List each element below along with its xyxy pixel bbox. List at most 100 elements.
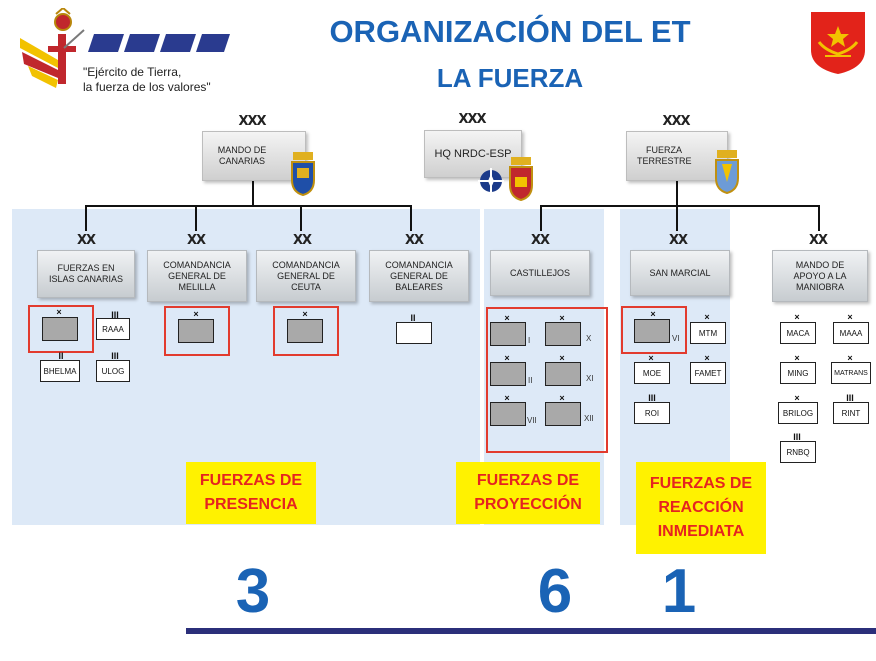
castillejos-b6-numeral: XII <box>584 414 594 423</box>
line-baleares-drop <box>410 205 412 231</box>
matrans-rank: × <box>847 353 853 363</box>
rint-rank: III <box>846 393 854 403</box>
roi-symbol: ROI <box>634 402 670 424</box>
logo-stripes <box>88 34 230 52</box>
fuerza-terrestre-box: FUERZA TERRESTRE <box>626 131 728 181</box>
rnbq-symbol: RNBQ <box>780 441 816 463</box>
line-castillejos-drop <box>540 205 542 231</box>
san-marcial-brigade-rank: × <box>650 309 656 319</box>
ming-symbol: MING <box>780 362 816 384</box>
san-marcial-brigade-symbol <box>634 319 670 343</box>
matrans-symbol: MATRANS <box>831 362 871 384</box>
motto-line-1: "Ejército de Tierra, <box>83 65 182 79</box>
page-title: ORGANIZACIÓN DEL ET <box>329 14 691 49</box>
melilla-brigade-highlight <box>164 306 230 356</box>
rnbq-rank: III <box>793 432 801 442</box>
castillejos-b1-rank: × <box>504 313 510 323</box>
castillejos-b5-rank: × <box>504 393 510 403</box>
maca-symbol: MACA <box>780 322 816 344</box>
canarias-shield-icon <box>288 150 318 197</box>
castillejos-b6-symbol <box>545 402 581 426</box>
mtm-rank: × <box>704 312 710 322</box>
mando-apoyo-label: MANDO DE APOYO A LA MANIOBRA <box>793 259 847 292</box>
ceuta-label: COMANDANCIA GENERAL DE CEUTA <box>272 259 340 292</box>
castillejos-echelon: XX <box>530 233 550 248</box>
raaa-symbol: RAAA <box>96 318 130 340</box>
castillejos-b2-rank: × <box>559 313 565 323</box>
line-sanmarcial-drop <box>676 205 678 231</box>
line-ft-down <box>676 180 678 206</box>
army-logo <box>18 6 88 90</box>
san-marcial-box: SAN MARCIAL <box>630 250 730 296</box>
castillejos-b4-symbol <box>545 362 581 386</box>
san-marcial-brigade-highlight <box>621 306 687 354</box>
label-proyeccion-text: FUERZAS DE PROYECCIÓN <box>474 472 582 513</box>
label-reaccion: FUERZAS DE REACCIÓN INMEDIATA <box>636 462 766 554</box>
islas-brigade-symbol <box>42 317 78 341</box>
hq-nrdc-label: HQ NRDC-ESP <box>434 147 512 160</box>
san-marcial-label: SAN MARCIAL <box>649 267 711 278</box>
page-subtitle: LA FUERZA <box>436 63 584 93</box>
castillejos-b3-rank: × <box>504 353 510 363</box>
brilog-rank: × <box>794 393 800 403</box>
mando-canarias-label: MANDO DE CANARIAS <box>217 145 267 166</box>
line-left-bus <box>85 205 412 207</box>
moe-symbol: MOE <box>634 362 670 384</box>
ceuta-brigade-highlight <box>273 306 339 356</box>
brilog-symbol: BRILOG <box>778 402 818 424</box>
castillejos-b6-rank: × <box>559 393 565 403</box>
line-apoyo-drop <box>818 205 820 231</box>
line-canarias-down <box>252 180 254 206</box>
label-presencia-text: FUERZAS DE PRESENCIA <box>199 472 303 513</box>
bhelma-rank: II <box>58 351 64 361</box>
castillejos-b3-numeral: II <box>528 376 533 385</box>
count-reaccion: 1 <box>661 557 697 626</box>
ft-shield-icon <box>712 148 742 195</box>
canarias-echelon: XXX <box>238 114 266 129</box>
mando-apoyo-box: MANDO DE APOYO A LA MANIOBRA <box>772 250 868 302</box>
ceuta-brigade-symbol <box>287 319 323 343</box>
ulog-symbol: ULOG <box>96 360 130 382</box>
castillejos-label: CASTILLEJOS <box>509 267 571 278</box>
castillejos-b4-rank: × <box>559 353 565 363</box>
castillejos-b1-symbol <box>490 322 526 346</box>
ulog-rank: III <box>111 351 119 361</box>
islas-brigade-rank: × <box>56 307 62 317</box>
label-reaccion-text: FUERZAS DE REACCIÓN INMEDIATA <box>649 475 753 540</box>
ceuta-brigade-rank: × <box>302 309 308 319</box>
baleares-label: COMANDANCIA GENERAL DE BALEARES <box>385 259 453 292</box>
famet-symbol: FAMET <box>690 362 726 384</box>
baleares-unit-rank: II <box>410 313 416 323</box>
nrdc-shield-icon <box>505 155 537 202</box>
baseline-bar <box>186 628 876 634</box>
motto-line-2: la fuerza de los valores" <box>83 80 211 94</box>
count-presencia: 3 <box>235 557 271 626</box>
count-proyeccion: 6 <box>537 557 573 626</box>
melilla-brigade-rank: × <box>193 309 199 319</box>
islas-echelon: XX <box>76 233 96 248</box>
regional-emblem <box>811 12 865 74</box>
apoyo-echelon: XX <box>808 233 828 248</box>
fuerza-terrestre-label: FUERZA TERRESTRE <box>637 145 692 166</box>
bhelma-symbol: BHELMA <box>40 360 80 382</box>
hq-nrdc-box: HQ NRDC-ESP <box>424 130 522 178</box>
castillejos-b2-symbol <box>545 322 581 346</box>
line-melilla-drop <box>195 205 197 231</box>
line-right-bus <box>540 205 820 207</box>
islas-brigade-highlight <box>28 305 94 353</box>
melilla-brigade-symbol <box>178 319 214 343</box>
rint-symbol: RINT <box>833 402 869 424</box>
melilla-label: COMANDANCIA GENERAL DE MELILLA <box>163 259 231 292</box>
line-islas-drop <box>85 205 87 231</box>
castillejos-b3-symbol <box>490 362 526 386</box>
nato-icon <box>476 166 506 196</box>
line-ceuta-drop <box>300 205 302 231</box>
maaa-rank: × <box>847 312 853 322</box>
moe-rank: × <box>648 353 654 363</box>
castillejos-b5-symbol <box>490 402 526 426</box>
melilla-box: COMANDANCIA GENERAL DE MELILLA <box>147 250 247 302</box>
motto: "Ejército de Tierra, la fuerza de los va… <box>83 65 263 95</box>
melilla-echelon: XX <box>186 233 206 248</box>
baleares-echelon: XX <box>404 233 424 248</box>
castillejos-b2-numeral: X <box>586 334 592 343</box>
